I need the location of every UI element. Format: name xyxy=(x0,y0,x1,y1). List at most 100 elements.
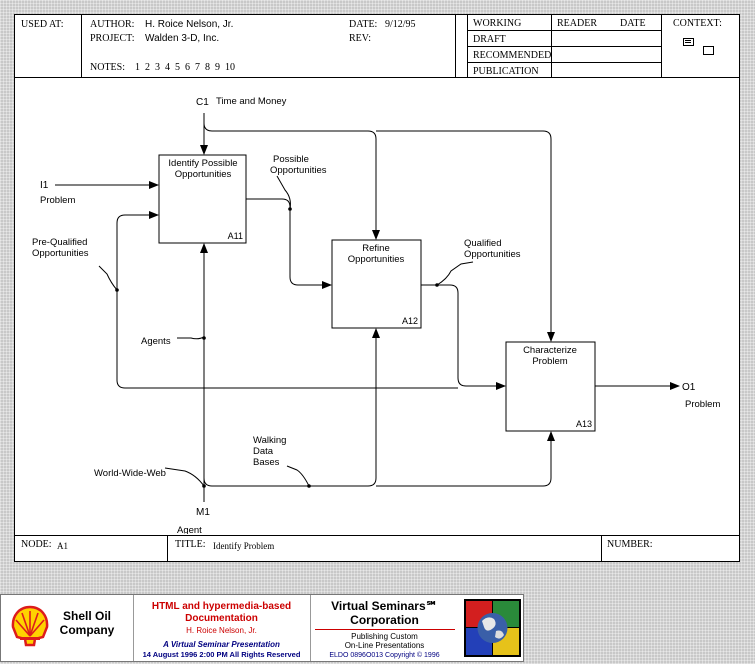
vs-line-3: ELDO 0896O013 Copyright © 1996 xyxy=(329,652,440,659)
mechanism-code: M1 xyxy=(196,507,210,518)
doc-title-1: HTML and hypermedia-based xyxy=(151,601,292,612)
node-value: A1 xyxy=(57,541,68,551)
control-arrow-c1-a13 xyxy=(376,130,555,342)
shell-section: Shell Oil Company xyxy=(1,595,134,661)
context-current-box xyxy=(703,46,714,55)
reader-label: READER xyxy=(557,18,597,29)
possible-opportunities-arrow xyxy=(246,198,332,289)
agents-label: Agents xyxy=(141,336,171,347)
vs-line-2: On-Line Presentations xyxy=(344,641,425,650)
date-label: DATE: xyxy=(349,19,378,30)
mechanism-arrow-m1-a13 xyxy=(376,431,555,487)
shell-line-1: Shell Oil xyxy=(62,609,111,623)
idef0-sheet: USED AT: AUTHOR: H. Roice Nelson, Jr. PR… xyxy=(14,14,740,562)
status-rule xyxy=(467,62,661,63)
prequalified-opportunities-label-1: Pre-Qualified xyxy=(32,237,87,248)
globe-logo-section xyxy=(460,595,523,661)
doc-date: 14 August 1996 2:00 PM All Rights Reserv… xyxy=(142,650,301,659)
status-working: WORKING xyxy=(473,18,522,29)
qualified-opportunities-label-2: Opportunities xyxy=(464,249,521,260)
walking-data-bases-squiggle xyxy=(286,465,310,487)
node-label: NODE: xyxy=(21,539,52,550)
status-draft: DRAFT xyxy=(473,34,506,45)
possible-opportunities-label-2: Opportunities xyxy=(270,165,327,176)
shell-line-2: Company xyxy=(59,623,115,637)
junction-dot xyxy=(202,484,206,488)
footer-top-rule xyxy=(15,535,739,536)
vs-divider xyxy=(315,629,455,630)
used-at-label: USED AT: xyxy=(21,19,64,30)
context-parent-box xyxy=(683,38,694,46)
header-divider xyxy=(81,15,82,77)
mechanism-label: Agent xyxy=(177,525,202,534)
walking-data-bases-label-2: Data xyxy=(253,446,274,457)
possible-opportunities-label-1: Possible xyxy=(273,154,309,165)
footer-divider xyxy=(601,535,602,561)
number-label: NUMBER: xyxy=(607,539,653,550)
title-label: TITLE: xyxy=(175,539,206,550)
box-a13-node: A13 xyxy=(576,419,592,429)
box-a12-title-2: Opportunities xyxy=(348,254,405,265)
project-value: Walden 3-D, Inc. xyxy=(145,33,220,44)
world-wide-web-label: World-Wide-Web xyxy=(94,468,166,479)
status-publication: PUBLICATION xyxy=(473,66,539,77)
junction-dot xyxy=(435,283,439,287)
shell-logo-icon xyxy=(11,605,49,647)
control-arrow-c1-a12 xyxy=(203,122,380,240)
mechanism-arrow-m1-a12 xyxy=(203,328,380,487)
junction-dot xyxy=(115,288,119,292)
rev-label: REV: xyxy=(349,33,372,44)
virtual-seminars-section: Virtual Seminars℠ Corporation Publishing… xyxy=(311,595,460,661)
prequalified-loop-bottom xyxy=(116,290,458,389)
output-code: O1 xyxy=(682,382,696,393)
idef0-diagram: Identify Possible Opportunities A11 Refi… xyxy=(32,96,720,534)
junction-dot xyxy=(307,484,311,488)
doc-author: H. Roice Nelson, Jr. xyxy=(186,626,257,635)
date-value: 9/12/95 xyxy=(385,19,416,30)
walking-data-bases-label-3: Bases xyxy=(253,457,280,468)
agents-squiggle xyxy=(177,336,205,340)
box-a13-title-1: Characterize xyxy=(523,345,577,356)
walking-data-bases-label-1: Walking xyxy=(253,435,286,446)
qualified-opportunities-label-1: Qualified xyxy=(464,238,502,249)
box-a12-node: A12 xyxy=(402,316,418,326)
box-a11-title-1: Identify Possible xyxy=(168,158,237,169)
status-rule xyxy=(467,30,661,31)
status-recommended: RECOMMENDED xyxy=(473,50,552,61)
input-label: Problem xyxy=(40,195,75,206)
title-value: Identify Problem xyxy=(213,541,275,551)
shell-company-name: Shell Oil Company xyxy=(47,609,127,637)
reader-date-label: DATE xyxy=(620,18,646,29)
prequalified-opportunities-arrow xyxy=(116,211,159,290)
input-code: I1 xyxy=(40,180,49,191)
qualified-opportunities-arrow xyxy=(421,284,506,390)
control-code: C1 xyxy=(196,97,209,108)
possible-opportunities-squiggle xyxy=(276,175,291,210)
context-label: CONTEXT: xyxy=(673,18,722,29)
junction-dot xyxy=(288,207,292,211)
junction-dot xyxy=(202,336,206,340)
prequalified-squiggle xyxy=(98,265,118,291)
header-divider xyxy=(661,15,662,77)
box-a11-node: A11 xyxy=(228,231,243,241)
qualified-opportunities-squiggle xyxy=(436,261,474,286)
author-value: H. Roice Nelson, Jr. xyxy=(145,19,234,30)
bottom-banner: Shell Oil Company HTML and hypermedia-ba… xyxy=(0,594,524,662)
header-divider xyxy=(455,15,456,77)
world-wide-web-squiggle xyxy=(164,467,205,487)
project-label: PROJECT: xyxy=(90,33,135,44)
notes-numbers: 1 2 3 4 5 6 7 8 9 10 xyxy=(135,62,235,73)
vs-title-2: Corporation xyxy=(350,613,419,627)
notes-label: NOTES: xyxy=(90,62,125,73)
box-a11-title-2: Opportunities xyxy=(175,169,232,180)
status-rule xyxy=(467,46,661,47)
globe-logo-icon xyxy=(464,599,521,657)
box-a13-title-2: Problem xyxy=(532,356,567,367)
doc-presentation: A Virtual Seminar Presentation xyxy=(163,640,280,649)
documentation-section: HTML and hypermedia-based Documentation … xyxy=(134,595,311,661)
output-label: Problem xyxy=(685,399,720,410)
author-label: AUTHOR: xyxy=(90,19,135,30)
vs-title-1: Virtual Seminars℠ xyxy=(331,599,438,613)
box-a12-title-1: Refine xyxy=(362,243,389,254)
doc-title-2: Documentation xyxy=(185,613,258,624)
